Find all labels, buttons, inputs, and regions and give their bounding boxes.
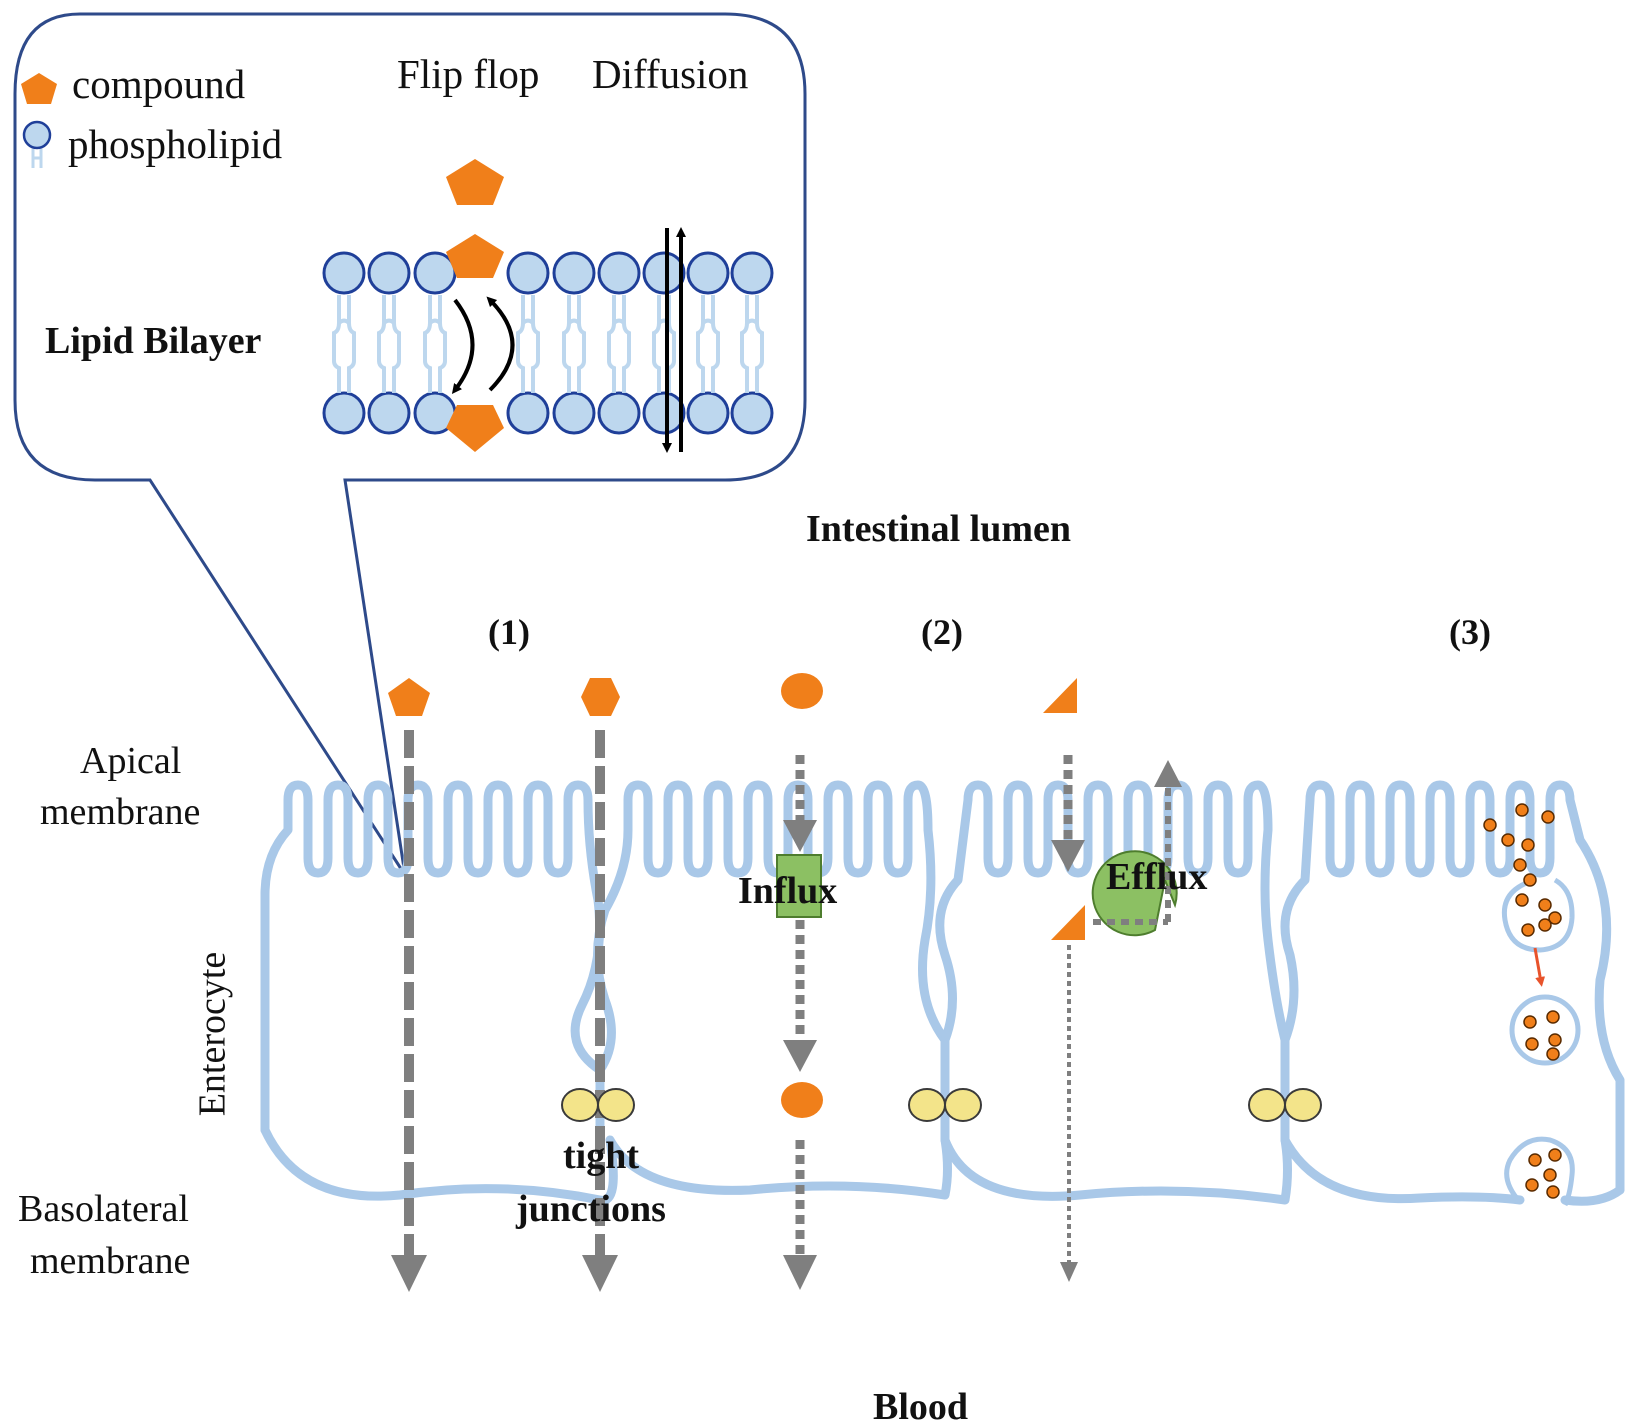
blood-label: Blood	[873, 1386, 969, 1428]
vesicle-cargo-dots	[1483, 803, 1562, 1199]
efflux-basolateral-arrowhead	[1060, 1262, 1078, 1282]
compound-free-icon	[446, 159, 504, 205]
efflux-inward-arrowhead	[1051, 840, 1085, 872]
basolateral-membrane-label-line2: membrane	[30, 1240, 191, 1282]
route3-label: (3)	[1449, 612, 1491, 652]
vesicle-transport-arrow	[1533, 947, 1546, 987]
efflux-compound-triangle-inner	[1051, 905, 1085, 940]
enterocyte-label: Enterocyte	[191, 951, 234, 1117]
cell3-membrane	[935, 780, 1290, 1145]
influx-transporter-icon	[776, 854, 822, 918]
intestinal-lumen-label: Intestinal lumen	[806, 508, 1071, 550]
phospholipid-legend-label: phospholipid	[68, 121, 283, 167]
cell-membranes	[260, 780, 1625, 1206]
tight-junctions	[561, 1088, 1322, 1122]
efflux-compound-triangle-top	[1043, 678, 1077, 713]
efflux-outward-arrowhead	[1154, 760, 1182, 787]
route1-compound-pentagon	[388, 678, 430, 716]
cell1-membrane	[260, 780, 605, 1145]
compound-legend-label: compound	[72, 61, 246, 107]
basolateral-membrane	[260, 1125, 1625, 1206]
cell4-membrane	[1280, 780, 1625, 1195]
basolateral-membrane-label-line1: Basolateral	[18, 1188, 189, 1230]
inset-callout-border	[13, 12, 807, 876]
route2-label: (2)	[921, 612, 963, 652]
influx-arrowhead-basolateral	[783, 1255, 817, 1290]
compound-upper-leaflet-icon	[446, 234, 504, 278]
flip-flop-label: Flip flop	[397, 51, 540, 97]
route1-label: (1)	[488, 612, 530, 652]
influx-arrowhead-upper	[783, 820, 817, 852]
transport-vesicle	[1509, 994, 1581, 1066]
efflux-pump-icon	[1091, 850, 1178, 937]
lipid-bilayer-label: Lipid Bilayer	[45, 320, 262, 362]
route1-arrowhead	[391, 1255, 427, 1292]
tight-junctions-label-line2: junctions	[516, 1188, 666, 1230]
apical-membrane-label-line2: membrane	[40, 791, 201, 833]
exocytic-vesicle	[1504, 1136, 1575, 1207]
route1-paracellular-arrowhead	[582, 1255, 618, 1292]
influx-arrowhead-lower	[783, 1040, 817, 1072]
route2-compound-oval-bottom	[781, 1082, 823, 1118]
route2-compound-oval-top	[781, 673, 823, 709]
diffusion-label: Diffusion	[592, 51, 749, 97]
endocytic-vesicle-forming	[1501, 877, 1575, 953]
influx-label: Influx	[738, 870, 838, 912]
cell2-membrane	[593, 780, 950, 1145]
phospholipid-legend-icon	[22, 120, 52, 168]
apical-membrane-label-line1: Apical	[80, 740, 182, 782]
flip-flop-arrow-up	[486, 296, 515, 392]
efflux-label: Efflux	[1106, 856, 1208, 898]
route1-compound-hexagon	[581, 678, 620, 716]
transcytosis-vesicles	[1501, 877, 1581, 1207]
compound-lower-leaflet-icon	[446, 405, 504, 452]
tight-junctions-label-line1: tight	[563, 1135, 639, 1177]
flip-flop-arrow-down	[451, 298, 475, 394]
compound-legend-icon	[21, 73, 57, 104]
